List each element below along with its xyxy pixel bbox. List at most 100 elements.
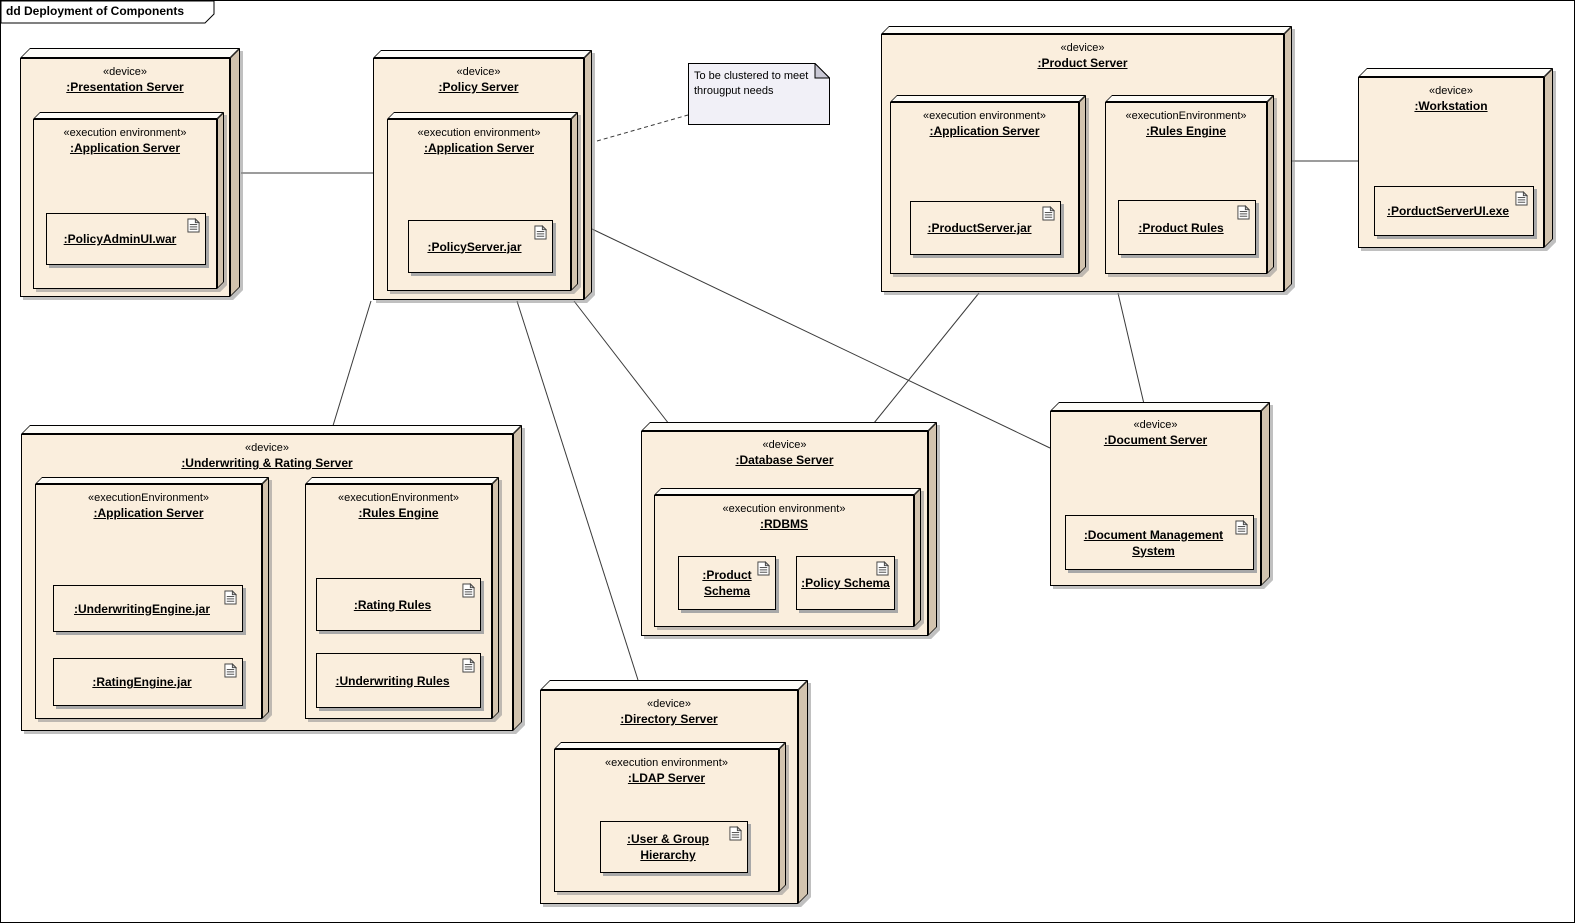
node-side-face [1261, 402, 1270, 586]
node-underwriting-rating-server[interactable]: «device» :Underwriting & Rating Server «… [21, 425, 522, 731]
node-name: :Directory Server [620, 712, 718, 726]
node-top-face [1105, 95, 1274, 102]
node-name: :Policy Server [438, 80, 519, 94]
ee-product-app-server[interactable]: «execution environment» :Application Ser… [890, 95, 1086, 274]
node-side-face [1079, 95, 1086, 274]
stereotype-label: «device» [646, 698, 692, 710]
ee-underwriting-app-server[interactable]: «executionEnvironment» :Application Serv… [35, 477, 269, 719]
node-side-face [914, 488, 921, 627]
ee-presentation-app-server[interactable]: «execution environment» :Application Ser… [33, 112, 224, 289]
ee-policy-app-server[interactable]: «execution environment» :Application Ser… [387, 112, 578, 291]
node-name: :Application Server [423, 141, 535, 155]
node-top-face [554, 742, 786, 749]
node-name: :RDBMS [760, 517, 808, 531]
node-side-face [928, 422, 937, 636]
node-policy-server[interactable]: «device» :Policy Server «execution envir… [373, 50, 592, 300]
stereotype-label: «device» [1428, 85, 1474, 97]
frame-tab [1, 1, 215, 24]
node-product-server[interactable]: «device» :Product Server «execution envi… [881, 26, 1292, 292]
artifact-icon [462, 583, 475, 598]
node-front-face: «executionEnvironment» :Rules Engine :Ra… [305, 484, 492, 719]
node-name: :Product Server [1037, 56, 1128, 70]
node-side-face [513, 425, 522, 731]
link-policy-directory[interactable] [516, 300, 639, 681]
node-front-face: «executionEnvironment» :Application Serv… [35, 484, 262, 719]
artifact-name: :Product Rules [1138, 220, 1224, 235]
artifact-productserver-jar[interactable]: :ProductServer.jar [910, 201, 1061, 255]
artifact-icon [224, 590, 237, 605]
node-name: :Application Server [93, 506, 204, 520]
artifact-policyserver-jar[interactable]: :PolicyServer.jar [408, 220, 553, 273]
node-side-face [217, 112, 224, 289]
link-product-document[interactable] [1117, 292, 1145, 405]
artifact-ratingengine-jar[interactable]: :RatingEngine.jar [53, 658, 243, 706]
node-name: :Document Server [1103, 433, 1208, 447]
node-name: :Underwriting & Rating Server [181, 456, 353, 470]
node-top-face [890, 95, 1086, 102]
link-policy-note[interactable] [596, 114, 689, 142]
stereotype-label: «device» [1060, 42, 1105, 54]
artifact-name: :Underwriting Rules [335, 673, 450, 688]
node-front-face: «execution environment» :Application Ser… [890, 102, 1079, 274]
artifact-policy-schema[interactable]: :Policy Schema [796, 556, 895, 610]
link-policy-database[interactable] [573, 300, 670, 425]
artifact-policyadminui-war[interactable]: :PolicyAdminUI.war [46, 213, 206, 265]
node-presentation-server[interactable]: «device» :Presentation Server «execution… [20, 48, 240, 297]
artifact-underwriting-rules[interactable]: :Underwriting Rules [316, 653, 481, 708]
node-top-face [387, 112, 578, 119]
artifact-name: :User & Group Hierarchy [626, 832, 709, 862]
artifact-underwritingengine-jar[interactable]: :UnderwritingEngine.jar [53, 585, 243, 632]
note[interactable]: To be clustered to meet througput needs [688, 62, 831, 125]
node-name: :LDAP Server [627, 771, 706, 785]
link-product-database[interactable] [873, 292, 980, 424]
stereotype-label: «device» [102, 66, 148, 78]
artifact-icon [876, 561, 889, 576]
node-workstation[interactable]: «device» :Workstation :PorductServerUI.e… [1358, 68, 1553, 248]
node-side-face [779, 742, 786, 892]
artifact-user-group-hierarchy[interactable]: :User & Group Hierarchy [600, 821, 748, 873]
stereotype-label: «executionEnvironment» [1125, 110, 1247, 122]
node-directory-server[interactable]: «device» :Directory Server «execution en… [540, 680, 808, 904]
link-policy-underwriting[interactable] [331, 300, 372, 430]
link-policy-document[interactable] [591, 228, 1051, 449]
node-front-face: «device» :Product Server «execution envi… [881, 34, 1284, 292]
ee-product-rules-engine[interactable]: «executionEnvironment» :Rules Engine :Pr… [1105, 95, 1274, 274]
artifact-name: :Product Schema [702, 568, 752, 598]
stereotype-label: «execution environment» [722, 503, 846, 515]
ee-ldap-server[interactable]: «execution environment» :LDAP Server :Us… [554, 742, 786, 892]
stereotype-label: «device» [244, 442, 290, 454]
node-front-face: «executionEnvironment» :Rules Engine :Pr… [1105, 102, 1267, 274]
artifact-product-schema[interactable]: :Product Schema [678, 556, 776, 610]
node-top-face [1050, 402, 1270, 411]
artifact-icon [757, 561, 770, 576]
node-side-face [230, 48, 240, 297]
node-front-face: «device» :Underwriting & Rating Server «… [21, 434, 513, 731]
node-front-face: «execution environment» :Application Ser… [33, 119, 217, 289]
artifact-name: :Policy Schema [801, 576, 890, 590]
node-side-face [1544, 68, 1553, 248]
stereotype-label: «execution environment» [417, 127, 541, 139]
node-front-face: «device» :Directory Server «execution en… [540, 690, 798, 904]
node-name: :Database Server [735, 453, 834, 467]
node-top-face [641, 422, 937, 431]
ee-rdbms[interactable]: «execution environment» :RDBMS :Product … [654, 488, 921, 627]
artifact-product-rules[interactable]: :Product Rules [1118, 200, 1256, 255]
ee-underwriting-rules-engine[interactable]: «executionEnvironment» :Rules Engine :Ra… [305, 477, 499, 719]
artifact-rating-rules[interactable]: :Rating Rules [316, 578, 481, 631]
diagram-title: dd Deployment of Components [6, 4, 184, 18]
artifact-name: :Rating Rules [353, 597, 432, 612]
node-top-face [540, 680, 808, 690]
node-front-face: «execution environment» :RDBMS :Product … [654, 495, 914, 627]
node-front-face: «device» :Database Server «execution env… [641, 431, 928, 636]
node-front-face: «device» :Presentation Server «execution… [20, 58, 230, 297]
node-document-server[interactable]: «device» :Document Server :Document Mana… [1050, 402, 1270, 586]
node-name: :Rules Engine [358, 506, 439, 520]
stereotype-label: «device» [1133, 419, 1178, 431]
artifact-porductserverui-exe[interactable]: :PorductServerUI.exe [1374, 186, 1534, 236]
artifact-icon [534, 225, 547, 240]
artifact-document-management-system[interactable]: :Document Management System [1065, 515, 1254, 570]
node-database-server[interactable]: «device» :Database Server «execution env… [641, 422, 937, 636]
node-name: :Rules Engine [1145, 124, 1226, 138]
artifact-name: :Document Management System [1083, 527, 1224, 558]
